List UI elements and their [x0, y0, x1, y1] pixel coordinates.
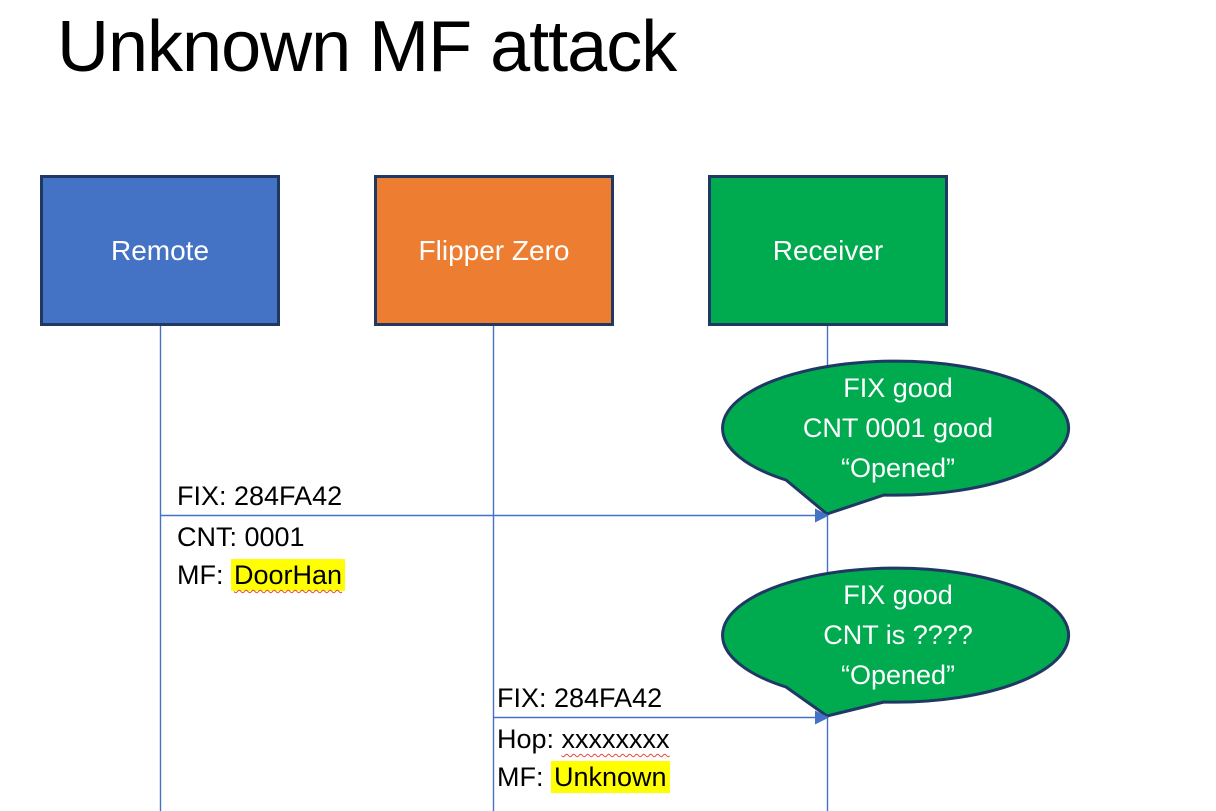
callout-2-line-2: CNT is ????: [823, 620, 973, 650]
message-2-arrowhead-icon: [815, 710, 829, 725]
callout-1-line-3: “Opened”: [840, 453, 956, 483]
message-1-arrowhead-icon: [815, 508, 829, 523]
actor-box-flipper-zero: Flipper Zero: [374, 175, 614, 326]
message-2-mf-prefix: MF:: [497, 762, 551, 792]
receiver-callout-1-text: FIX good CNT 0001 good “Opened”: [722, 368, 1074, 488]
actor-box-receiver: Receiver: [708, 175, 948, 326]
message-1-mf-label: MF: DoorHan: [177, 559, 346, 591]
message-2-hop-value: xxxxxxxx: [561, 724, 670, 754]
receiver-callout-1-shape: [721, 359, 1071, 516]
message-2-mf-label: MF: Unknown: [497, 761, 670, 793]
message-2-hop-prefix: Hop:: [497, 724, 562, 754]
message-2-mf-value-highlighted: Unknown: [551, 761, 670, 793]
callout-2-line-1: FIX good: [843, 580, 953, 610]
callout-1-line-2: CNT 0001 good: [802, 413, 994, 443]
callout-2-line-3: “Opened”: [840, 660, 956, 690]
message-1-fix-label: FIX: 284FA42: [177, 481, 343, 511]
actor-label-flipper-zero: Flipper Zero: [418, 234, 570, 266]
message-1-mf-value-highlighted: DoorHan: [231, 559, 346, 591]
actor-label-remote: Remote: [110, 234, 210, 266]
message-2-hop-label: Hop: xxxxxxxx: [497, 724, 670, 755]
message-1-mf-prefix: MF:: [177, 560, 231, 590]
slide-title: Unknown MF attack: [57, 7, 677, 87]
actor-box-remote: Remote: [40, 175, 280, 326]
message-1-cnt-label: CNT: 0001: [177, 522, 305, 552]
callout-1-line-1: FIX good: [843, 373, 953, 403]
actor-label-receiver: Receiver: [772, 234, 884, 266]
receiver-callout-2-text: FIX good CNT is ???? “Opened”: [722, 575, 1074, 695]
receiver-callout-2-shape: [721, 566, 1071, 718]
message-2-fix-label: FIX: 284FA42: [497, 683, 663, 713]
